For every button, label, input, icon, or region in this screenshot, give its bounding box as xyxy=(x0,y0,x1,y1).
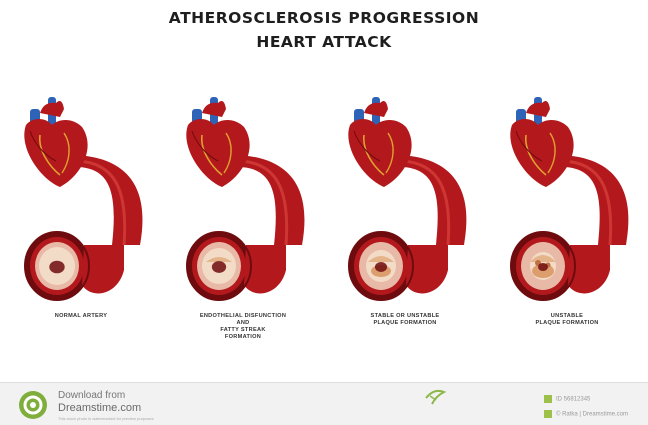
stage-caption: STABLE OR UNSTABLE PLAQUE FORMATION xyxy=(330,313,480,327)
stage-3: STABLE OR UNSTABLE PLAQUE FORMATION xyxy=(324,0,486,370)
id-square-icon xyxy=(544,395,552,403)
artery-tube xyxy=(394,155,466,245)
stage-caption: NORMAL ARTERY xyxy=(6,313,156,320)
artery-illustration xyxy=(162,95,324,310)
leaf-icon xyxy=(424,386,446,406)
stage-caption: UNSTABLE PLAQUE FORMATION xyxy=(492,313,642,327)
watermark-footer: Download from Dreamstime.com This stock … xyxy=(0,382,648,425)
artery-illustration xyxy=(486,95,648,310)
dreamstime-logo-icon xyxy=(18,390,48,420)
site-name[interactable]: Dreamstime.com xyxy=(58,402,141,414)
heart-icon xyxy=(510,97,573,187)
stage-caption: ENDOTHELIAL DISFUNCTION AND FATTY STREAK… xyxy=(168,313,318,341)
artery-illustration xyxy=(0,95,162,310)
credit-text: © Ratka | Dreamstime.com xyxy=(556,412,628,418)
artery-tube xyxy=(556,155,628,245)
heart-icon xyxy=(24,97,87,187)
image-id-text: ID 56812345 xyxy=(556,397,590,403)
download-text: Download from xyxy=(58,390,125,401)
stage-1: NORMAL ARTERY xyxy=(0,0,162,370)
artery-tube xyxy=(232,155,304,245)
fine-print: This stock photo is watermarked for prev… xyxy=(58,416,154,421)
stage-2: ENDOTHELIAL DISFUNCTION AND FATTY STREAK… xyxy=(162,0,324,370)
heart-icon xyxy=(186,97,249,187)
heart-icon xyxy=(348,97,411,187)
image-id-item: ID 56812345 xyxy=(544,395,590,403)
credit-item: © Ratka | Dreamstime.com xyxy=(544,410,628,418)
artery-illustration xyxy=(324,95,486,310)
stage-4: UNSTABLE PLAQUE FORMATION xyxy=(486,0,648,370)
credit-square-icon xyxy=(544,410,552,418)
artery-tube xyxy=(70,155,142,245)
